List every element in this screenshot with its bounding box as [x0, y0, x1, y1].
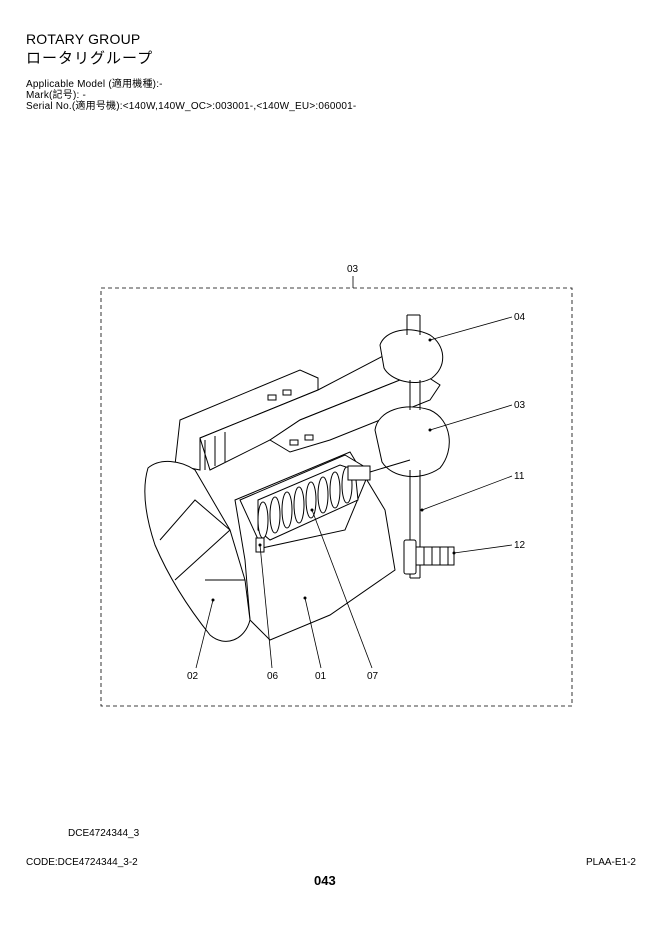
callout-01: 01 [315, 671, 327, 682]
bolt-12 [403, 539, 455, 575]
group-boundary [100, 287, 573, 707]
ball-joint-upper [379, 314, 444, 383]
cylinder-block [174, 334, 441, 471]
callout-12: 12 [514, 540, 526, 551]
callout-03: 03 [514, 400, 526, 411]
callout-group-03: 03 [347, 264, 359, 275]
page-title: ROTARY GROUP [26, 31, 141, 47]
page-title-japanese: ロータリグループ [26, 49, 154, 67]
callout-07: 07 [367, 671, 379, 682]
leader-dots [211, 338, 456, 602]
callout-11: 11 [514, 471, 525, 482]
spring-07 [257, 459, 411, 541]
applicable-model: Applicable Model (適用機種):- [26, 79, 163, 90]
serial-number: Serial No.(適用号機):<140W,140W_OC>:003001-,… [26, 101, 357, 112]
mark-label: Mark(記号): - [26, 90, 86, 101]
callout-06: 06 [267, 671, 279, 682]
callout-04: 04 [514, 312, 526, 323]
callout-02: 02 [187, 671, 199, 682]
leader-lines [195, 316, 513, 669]
document-code: CODE:DCE4724344_3-2 [26, 857, 138, 868]
page-number: 043 [314, 873, 336, 888]
drawing-id: DCE4724344_3 [68, 828, 140, 839]
ball-joint-lower [374, 380, 450, 478]
sheet-code: PLAA-E1-2 [585, 857, 636, 868]
valve-plate-02 [144, 461, 251, 642]
